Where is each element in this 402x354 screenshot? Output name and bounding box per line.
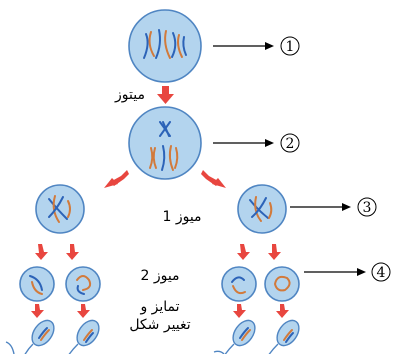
spermatid-2: [65, 266, 101, 302]
cell-secondary-spermatocyte-right: [237, 184, 287, 234]
stage-marker-4: 4: [371, 262, 391, 282]
sperm-2: [68, 319, 100, 354]
red-arrow-right: [201, 170, 226, 188]
svg-text:2: 2: [286, 136, 295, 152]
red-arrow-left: [104, 170, 129, 188]
label-meiosis-2: میوز 2: [140, 268, 179, 284]
label-mitosis: میتوز: [114, 87, 145, 103]
svg-text:3: 3: [363, 200, 372, 216]
sperm-3: [213, 319, 256, 354]
svg-text:4: 4: [377, 265, 386, 281]
pointer-arrow-1: [213, 42, 274, 50]
stage-marker-3: 3: [357, 197, 377, 217]
sperm-4: [268, 319, 300, 354]
stage-marker-1: 1: [280, 36, 300, 56]
spermatid-3: [221, 266, 257, 302]
stage-marker-2: 2: [280, 133, 300, 153]
chromosomes: [143, 29, 187, 59]
cell-primary-spermatocyte: [128, 106, 202, 180]
label-meiosis-1: میوز 1: [162, 209, 201, 225]
label-differentiation-line2: تغییر شکل: [129, 317, 190, 333]
cell-secondary-spermatocyte-left: [35, 184, 85, 234]
red-arrows-to-spermatids: [35, 244, 281, 260]
svg-text:1: 1: [286, 39, 295, 55]
chromosomes: [149, 121, 179, 171]
sperm-1: [5, 319, 55, 354]
cell-spermatogonium: [128, 9, 202, 83]
pointer-arrow-3: [290, 203, 351, 211]
pointer-arrow-2: [213, 139, 274, 147]
red-arrow-mitosis: [157, 86, 174, 104]
red-arrows-to-sperm: [31, 304, 289, 318]
spermatid-1: [19, 266, 55, 302]
spermatid-4: [264, 266, 300, 302]
label-differentiation-line1: تمایز و: [139, 299, 179, 315]
pointer-arrow-4: [304, 268, 366, 276]
